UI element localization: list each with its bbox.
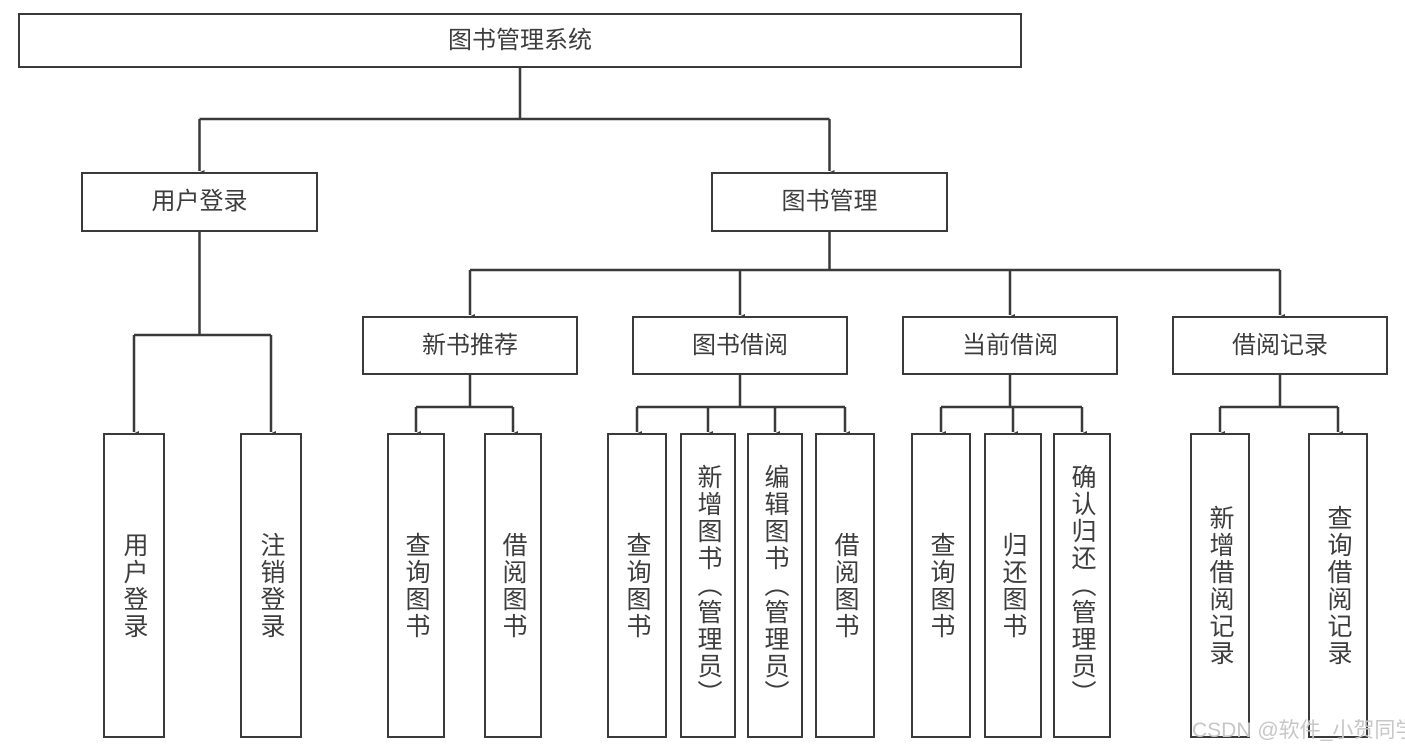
node-label-l-query1: 查询图书 bbox=[402, 531, 430, 640]
node-l-borrow1: 借阅图书 bbox=[484, 433, 542, 738]
node-current: 当前借阅 bbox=[902, 316, 1118, 375]
node-l-query2: 查询图书 bbox=[607, 433, 667, 738]
watermark-label: CSDN @软件_小贺同学 bbox=[1192, 719, 1405, 742]
node-label-l-addrec: 新增借阅记录 bbox=[1206, 504, 1234, 667]
node-label-current: 当前借阅 bbox=[962, 331, 1058, 359]
node-label-l-query3: 查询图书 bbox=[927, 531, 955, 640]
node-label-newbooks: 新书推荐 bbox=[422, 331, 518, 359]
node-l-addrec: 新增借阅记录 bbox=[1190, 433, 1250, 738]
node-login: 用户登录 bbox=[81, 172, 318, 232]
node-label-l-return: 归还图书 bbox=[999, 531, 1027, 640]
node-l-login: 用户登录 bbox=[103, 433, 165, 738]
node-borrow: 图书借阅 bbox=[632, 316, 848, 375]
node-records: 借阅记录 bbox=[1172, 316, 1388, 375]
node-label-borrow: 图书借阅 bbox=[692, 331, 788, 359]
node-l-borrow2: 借阅图书 bbox=[815, 433, 875, 738]
node-label-l-edit: 编辑图书（管理员） bbox=[761, 464, 789, 707]
node-label-records: 借阅记录 bbox=[1232, 331, 1328, 359]
node-root: 图书管理系统 bbox=[18, 13, 1022, 68]
node-label-login: 用户登录 bbox=[151, 188, 248, 216]
node-label-l-confirm: 确认归还（管理员） bbox=[1068, 464, 1096, 707]
node-l-confirm: 确认归还（管理员） bbox=[1053, 433, 1111, 738]
node-l-edit: 编辑图书（管理员） bbox=[747, 433, 803, 738]
node-label-l-borrow2: 借阅图书 bbox=[831, 531, 859, 640]
node-label-l-logout: 注销登录 bbox=[257, 531, 285, 640]
node-l-query3: 查询图书 bbox=[911, 433, 971, 738]
node-label-l-add: 新增图书（管理员） bbox=[694, 464, 722, 707]
connector-lines bbox=[129, 68, 1343, 440]
node-newbooks: 新书推荐 bbox=[362, 316, 578, 375]
node-label-l-queryrec: 查询借阅记录 bbox=[1324, 504, 1352, 667]
node-label-l-borrow1: 借阅图书 bbox=[499, 531, 527, 640]
node-label-root: 图书管理系统 bbox=[448, 26, 592, 54]
node-l-logout: 注销登录 bbox=[240, 433, 302, 738]
node-l-return: 归还图书 bbox=[984, 433, 1042, 738]
node-bookmgmt: 图书管理 bbox=[711, 172, 948, 232]
node-l-query1: 查询图书 bbox=[387, 433, 445, 738]
node-l-queryrec: 查询借阅记录 bbox=[1308, 433, 1368, 738]
node-label-bookmgmt: 图书管理 bbox=[781, 188, 878, 216]
node-label-l-query2: 查询图书 bbox=[623, 531, 651, 640]
node-label-l-login: 用户登录 bbox=[120, 531, 148, 640]
node-l-add: 新增图书（管理员） bbox=[680, 433, 736, 738]
